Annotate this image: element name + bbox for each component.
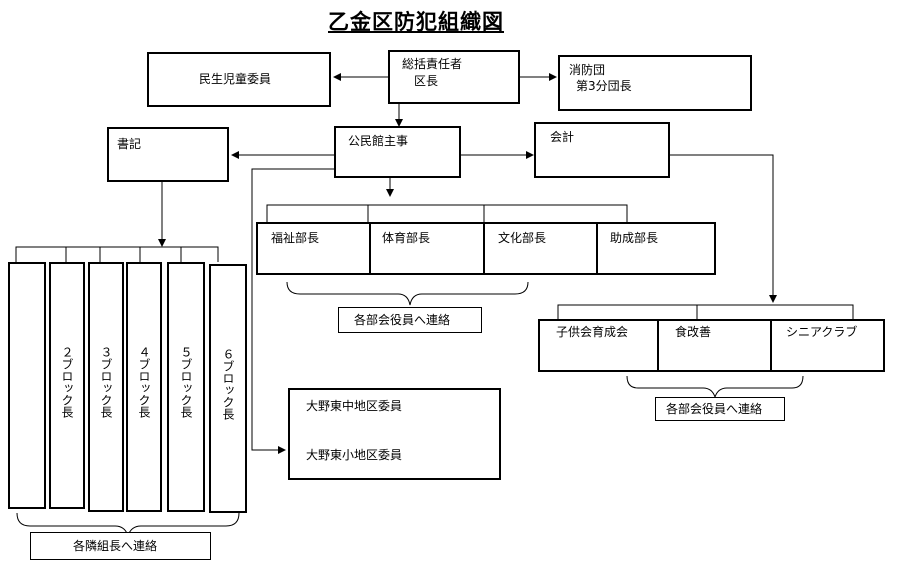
dept-bracket-line [266,204,628,222]
block-5-box: ５ブロック長 [167,262,205,512]
groups-brace [626,375,804,399]
dept-label: 福祉部長 [271,231,320,245]
welfare-commissioner-label: 民生児童委員 [199,72,272,86]
community-center-label: 公民館主事 [348,134,409,148]
arrow-to-district-members [251,168,334,454]
group-label: 子供会育成会 [556,325,629,339]
group-label: シニアクラブ [786,325,858,339]
block-2-box: ２ブロック長 [49,262,85,509]
block-6-box: ６ブロック長 [209,264,247,513]
group-label: 食改善 [675,325,712,339]
dept-grant-box: 助成部長 [596,222,716,275]
dept-contact-box: 各部会役員へ連絡 [338,307,482,333]
dept-culture-box: 文化部長 [483,222,600,275]
block-4-box: ４ブロック長 [126,262,162,512]
groups-bracket-line [557,304,854,319]
chief-box: 総括責任者 区長 [388,50,520,104]
block-label: ４ブロック長 [137,346,151,418]
fire-brigade-box: 消防団 第3分団長 [558,55,752,111]
block-outer-box [8,262,46,509]
dept-label: 文化部長 [498,231,547,245]
chief-title: 区長 [414,74,439,88]
groups-box: 子供会育成会 食改善 シニアクラブ [538,319,885,372]
fire-brigade-leader: 第3分団長 [576,79,632,93]
neighbor-contact-box: 各隣組長へ連絡 [30,532,211,560]
page-title: 乙金区防犯組織図 [328,10,504,34]
secretary-label: 書記 [117,137,142,151]
fire-brigade-label: 消防団 [569,63,606,77]
dept-label: 体育部長 [382,231,431,245]
welfare-commissioner-box: 民生児童委員 [147,52,331,107]
community-center-box: 公民館主事 [334,126,461,178]
group-divider [770,321,772,370]
dept-label: 助成部長 [610,231,659,245]
dept-contact-label: 各部会役員へ連絡 [354,313,451,327]
neighbor-contact-label: 各隣組長へ連絡 [73,539,158,553]
dept-brace [286,281,529,306]
secretary-box: 書記 [107,127,229,182]
accountant-box: 会計 [534,122,670,178]
blocks-bracket-line [15,246,219,262]
group-divider [657,321,659,370]
block-3-box: ３ブロック長 [88,262,124,512]
district-members-box: 大野東中地区委員 大野東小地区委員 [288,388,501,480]
block-label: ３ブロック長 [99,346,113,418]
block-label: ２ブロック長 [60,346,74,418]
block-label: ６ブロック長 [221,348,235,420]
district-member-label: 大野東小地区委員 [306,448,403,462]
dept-welfare-box: 福祉部長 [256,222,374,275]
group-contact-box: 各部会役員へ連絡 [655,397,785,421]
arrow-to-groups [670,154,777,303]
chief-role: 総括責任者 [402,57,463,71]
dept-sports-box: 体育部長 [369,222,488,275]
district-member-label: 大野東中地区委員 [306,399,403,413]
accountant-label: 会計 [550,130,575,144]
block-label: ５ブロック長 [179,346,193,418]
group-contact-label: 各部会役員へ連絡 [666,402,763,416]
